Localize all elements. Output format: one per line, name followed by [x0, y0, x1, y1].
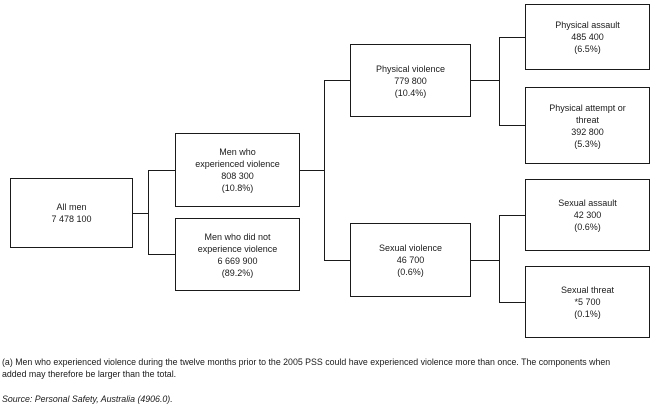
node-label: Physical assault: [555, 20, 620, 30]
node-percent: (10.4%): [394, 87, 427, 98]
node-value: 6 669 900: [217, 255, 258, 266]
node-sexual-threat: Sexual threat *5 700 (0.1%): [525, 266, 650, 338]
node-label: experienced violence: [195, 159, 280, 169]
node-percent: (6.5%): [574, 44, 601, 54]
connector-line: [499, 37, 525, 38]
node-value: 42 300: [573, 210, 602, 220]
node-percent: (0.6%): [574, 222, 601, 232]
node-men-not-experienced-violence: Men who did not experience violence 6 66…: [175, 218, 300, 291]
node-value: 808 300: [221, 171, 254, 181]
connector-line: [300, 170, 324, 171]
connector-line: [324, 260, 350, 261]
source-note: Source: Personal Safety, Australia (4906…: [2, 394, 173, 404]
node-label: All men: [56, 202, 87, 212]
connector-line: [324, 80, 325, 261]
connector-line: [471, 80, 499, 81]
connector-line: [499, 215, 500, 303]
node-percent: (5.3%): [574, 138, 601, 149]
footnote-line-1: (a) Men who experienced violence during …: [2, 357, 611, 367]
node-percent: (0.6%): [397, 267, 424, 277]
node-sexual-assault: Sexual assault 42 300 (0.6%): [525, 179, 650, 251]
node-men-experienced-violence: Men who experienced violence 808 300 (10…: [175, 133, 300, 207]
node-percent: (0.1%): [574, 309, 601, 319]
node-label: experience violence: [197, 243, 278, 254]
node-physical-attempt-or-threat: Physical attempt or threat 392 800 (5.3%…: [525, 87, 650, 164]
node-value: 7 478 100: [51, 214, 92, 224]
node-all-men: All men 7 478 100: [10, 178, 133, 248]
node-label: Physical violence: [375, 63, 446, 74]
node-value: 46 700: [396, 255, 425, 265]
connector-line: [499, 37, 500, 126]
node-label: Men who did not: [204, 231, 271, 242]
node-sexual-violence: Sexual violence 46 700 (0.6%): [350, 223, 471, 297]
node-label: Men who: [219, 147, 256, 157]
node-label: Sexual assault: [558, 198, 617, 208]
node-value: 485 400: [571, 32, 604, 42]
node-label: Physical attempt or: [549, 102, 626, 113]
connector-line: [133, 213, 148, 214]
connector-line: [148, 170, 149, 255]
connector-line: [471, 260, 499, 261]
connector-line: [499, 125, 525, 126]
node-percent: (10.8%): [221, 183, 254, 193]
node-percent: (89.2%): [221, 267, 254, 278]
node-value: *5 700: [574, 297, 601, 307]
connector-line: [499, 215, 525, 216]
node-physical-assault: Physical assault 485 400 (6.5%): [525, 4, 650, 70]
node-label: threat: [575, 114, 599, 125]
connector-line: [148, 170, 175, 171]
footnote-line-2: added may therefore be larger than the t…: [2, 369, 177, 379]
connector-line: [499, 302, 525, 303]
node-value: 392 800: [571, 126, 604, 137]
connector-line: [148, 254, 175, 255]
node-physical-violence: Physical violence 779 800 (10.4%): [350, 44, 471, 117]
node-label: Sexual violence: [378, 243, 443, 253]
node-label: Sexual threat: [560, 285, 615, 295]
node-value: 779 800: [394, 75, 427, 86]
connector-line: [324, 80, 350, 81]
